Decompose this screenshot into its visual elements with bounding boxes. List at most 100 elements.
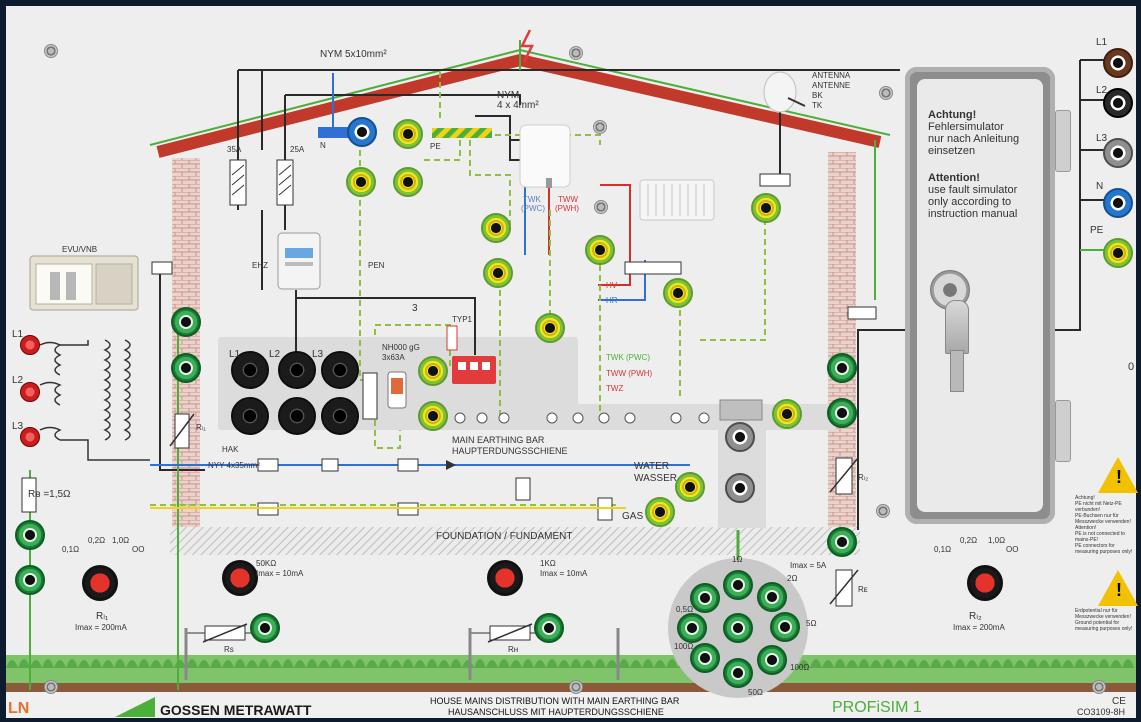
warning-line: PE-Buchsen nur für: [1075, 513, 1119, 519]
pe-socket[interactable]: [535, 313, 565, 343]
pe-socket-right[interactable]: [1103, 238, 1133, 268]
screw: [593, 120, 607, 134]
pe-socket[interactable]: [585, 235, 615, 265]
nym-small-label-2: 4 x 4mm²: [497, 100, 539, 111]
dial-socket-center[interactable]: [723, 613, 753, 643]
water-heater: [519, 124, 571, 188]
ground-stakes: [184, 628, 620, 680]
hak-socket-l2[interactable]: [278, 351, 316, 389]
red-socket-l2[interactable]: [20, 382, 40, 402]
hak-socket-l3[interactable]: [321, 351, 359, 389]
pe-socket[interactable]: [483, 258, 513, 288]
attention-line-3: instruction manual: [928, 208, 1018, 220]
satellite-dish: [763, 71, 806, 113]
haupterdungsschiene-label: HAUPTERDUNGSSCHIENE: [452, 446, 568, 456]
right-l1-label: L1: [1096, 37, 1108, 48]
switch-label-inf: OO: [132, 545, 145, 554]
wasser-label: WASSER: [634, 473, 677, 484]
dial-socket-50ohm[interactable]: [723, 658, 753, 688]
right-socket-l3[interactable]: [1103, 138, 1133, 168]
hak-socket-lower[interactable]: [278, 397, 316, 435]
r1k-potentiometer-knob[interactable]: [487, 560, 523, 596]
red-socket-l1[interactable]: [20, 335, 40, 355]
right-socket-l2[interactable]: [1103, 88, 1133, 118]
green-socket[interactable]: [827, 527, 857, 557]
dial-socket-100ohm[interactable]: [690, 643, 720, 673]
right-pe-label: PE: [1090, 225, 1104, 236]
n-bar: [318, 127, 356, 138]
nym-small-label-1: NYM: [497, 90, 520, 101]
foundation-label: FOUNDATION / FUNDAMENT: [436, 531, 573, 542]
dial-socket-5ohm[interactable]: [770, 612, 800, 642]
dial-socket[interactable]: [677, 613, 707, 643]
red-socket-l3[interactable]: [20, 427, 40, 447]
dial-socket-1ohm[interactable]: [723, 570, 753, 600]
gm-logo-triangle: [115, 697, 155, 717]
hak-socket-lower[interactable]: [231, 397, 269, 435]
switch-label-1-0: 1,0Ω: [112, 536, 130, 545]
green-socket[interactable]: [827, 353, 857, 383]
green-socket[interactable]: [827, 398, 857, 428]
screw: [879, 86, 893, 100]
antenna-label-2: ANTENNE: [812, 81, 851, 90]
green-socket[interactable]: [15, 565, 45, 595]
attention-line-1: use fault simulator: [928, 184, 1018, 196]
antenna-label-4: TK: [812, 101, 823, 110]
terminal-block-3: [847, 306, 877, 320]
pe-socket[interactable]: [346, 167, 376, 197]
pe-socket[interactable]: [663, 278, 693, 308]
pe-socket[interactable]: [481, 213, 511, 243]
pe-socket[interactable]: [393, 167, 423, 197]
pe-socket[interactable]: [675, 472, 705, 502]
dial-label-100a: 100Ω: [674, 642, 694, 651]
green-socket[interactable]: [171, 307, 201, 337]
left-l3-label: L3: [12, 421, 24, 432]
rl1-selector-knob[interactable]: [82, 565, 118, 601]
r1k-imax-label: Imax = 10mA: [540, 569, 588, 578]
dial-socket-0-5ohm[interactable]: [690, 583, 720, 613]
green-socket[interactable]: [534, 613, 564, 643]
pe-socket[interactable]: [393, 119, 423, 149]
right-socket-l1[interactable]: [1103, 48, 1133, 78]
hak-socket-l1[interactable]: [231, 351, 269, 389]
warning-line: measuring purposes only!: [1075, 549, 1133, 555]
dial-socket-2ohm[interactable]: [757, 582, 787, 612]
r50k-potentiometer-knob[interactable]: [222, 560, 258, 596]
water-socket[interactable]: [725, 422, 755, 452]
green-socket[interactable]: [250, 613, 280, 643]
switch-label-0-2: 0,2Ω: [88, 536, 106, 545]
hak-socket-lower[interactable]: [321, 397, 359, 435]
antenna-label-3: BK: [812, 91, 823, 100]
achtung-title: Achtung!: [928, 109, 977, 121]
pe-socket[interactable]: [645, 497, 675, 527]
dial-socket-100ohm[interactable]: [757, 645, 787, 675]
pe-wiring: [150, 72, 766, 506]
rl2-selector-knob[interactable]: [967, 565, 1003, 601]
fuse-25a: [276, 159, 294, 206]
pe-socket[interactable]: [418, 356, 448, 386]
n-socket[interactable]: [347, 117, 377, 147]
hak-label: HAK: [222, 445, 239, 454]
product-name: PROFiSIM 1: [832, 699, 922, 716]
hr-label: HR: [606, 296, 618, 305]
screw: [594, 200, 608, 214]
legend-tww: TWW (PWH): [606, 369, 653, 378]
side-zero-label: 0: [1128, 361, 1135, 373]
warning-line: PE is not connected to: [1075, 531, 1126, 537]
pe-socket[interactable]: [772, 399, 802, 429]
pe-socket[interactable]: [751, 193, 781, 223]
rh-label: Rн: [508, 645, 519, 654]
grass-tufts: [6, 659, 1134, 668]
ehz-label: EHZ: [252, 261, 268, 270]
radiator: [639, 179, 715, 221]
screw: [1092, 680, 1106, 694]
green-socket[interactable]: [15, 520, 45, 550]
screw: [569, 680, 583, 694]
green-socket[interactable]: [171, 353, 201, 383]
right-socket-n[interactable]: [1103, 188, 1133, 218]
pe-socket[interactable]: [418, 401, 448, 431]
hinge-top: [1055, 110, 1071, 172]
nh-fuse: [387, 371, 407, 409]
water-socket[interactable]: [725, 473, 755, 503]
